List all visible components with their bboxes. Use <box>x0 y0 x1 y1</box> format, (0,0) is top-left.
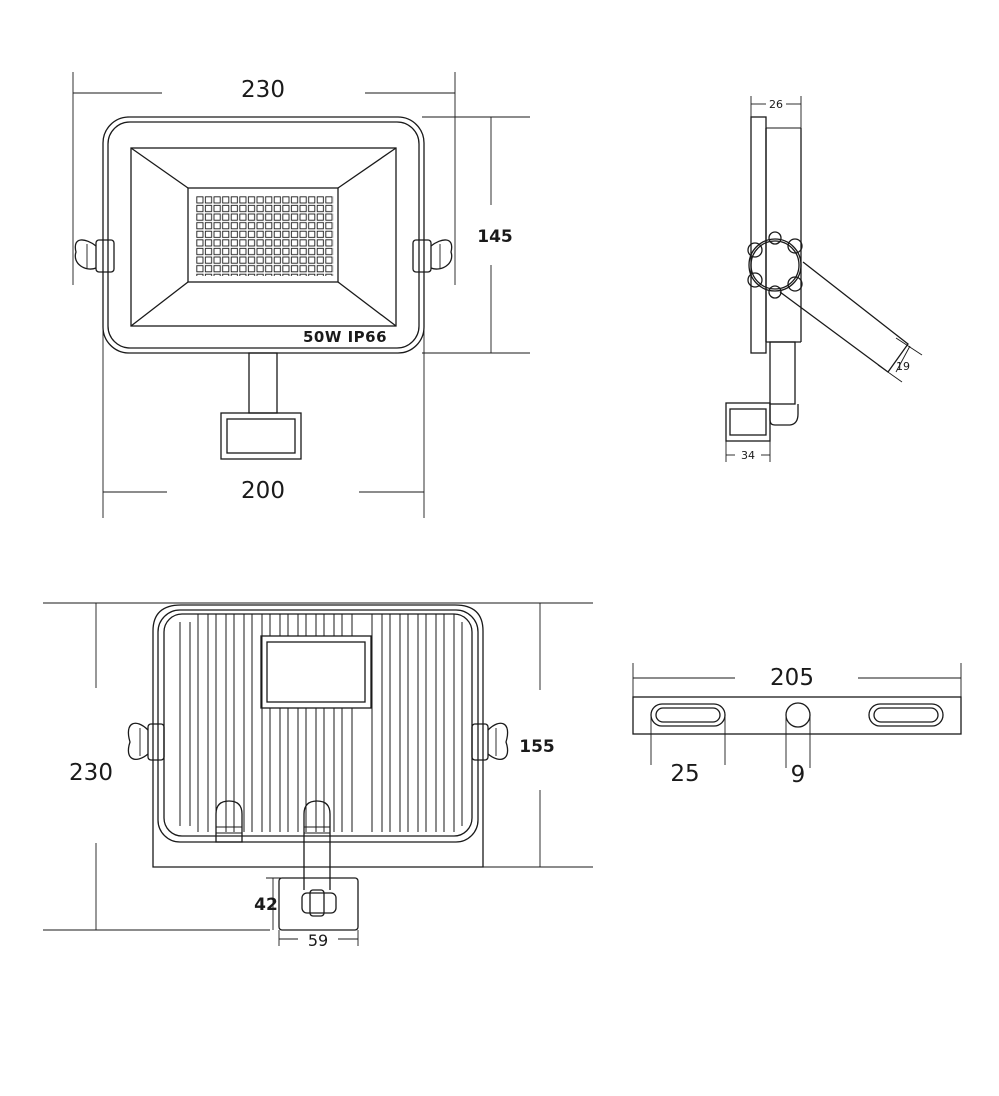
bracket-hole-label: 9 <box>791 762 806 788</box>
bracket-slot-left <box>650 703 726 727</box>
led-array <box>187 187 339 283</box>
heat-sink-fins <box>179 614 463 832</box>
bracket-slot-label: 25 <box>670 761 699 787</box>
side-arm-label: 19 <box>896 360 910 373</box>
side-view: 26 19 34 <box>725 96 923 462</box>
back-left-clip <box>215 800 243 843</box>
back-inner-height-label: 155 <box>519 737 555 757</box>
front-bezel <box>130 147 397 327</box>
bracket-slot-right <box>868 703 944 727</box>
side-knob <box>747 231 803 299</box>
back-housing <box>152 604 484 868</box>
side-sensor-head <box>725 402 771 442</box>
side-sensor-label: 34 <box>741 449 755 462</box>
back-sensor-height-label: 42 <box>254 895 278 915</box>
side-depth-label: 26 <box>769 98 783 111</box>
back-sensor-width-label: 59 <box>308 931 328 950</box>
front-view: 230 145 50W IP66 <box>72 72 530 518</box>
back-height-label: 230 <box>69 760 113 786</box>
front-lower-width-label: 200 <box>241 478 285 504</box>
rating-label: 50W IP66 <box>303 328 387 346</box>
left-knob <box>74 239 115 273</box>
front-height-label: 145 <box>477 227 513 247</box>
front-sensor-head <box>220 412 302 460</box>
bracket-plate <box>632 696 962 735</box>
side-profile <box>750 116 767 354</box>
bracket-view: 205 25 9 <box>632 663 962 788</box>
bracket-hole <box>785 702 811 728</box>
back-label-plate <box>260 635 372 709</box>
sensor-stem <box>248 352 278 414</box>
back-view: 230 155 <box>43 602 593 950</box>
back-sensor-head <box>278 877 359 931</box>
right-knob <box>412 239 453 273</box>
back-right-knob <box>471 722 509 761</box>
back-left-knob <box>127 722 165 761</box>
bracket-length-label: 205 <box>770 665 814 691</box>
mounting-arm <box>779 261 909 373</box>
front-width-label: 230 <box>241 77 285 103</box>
